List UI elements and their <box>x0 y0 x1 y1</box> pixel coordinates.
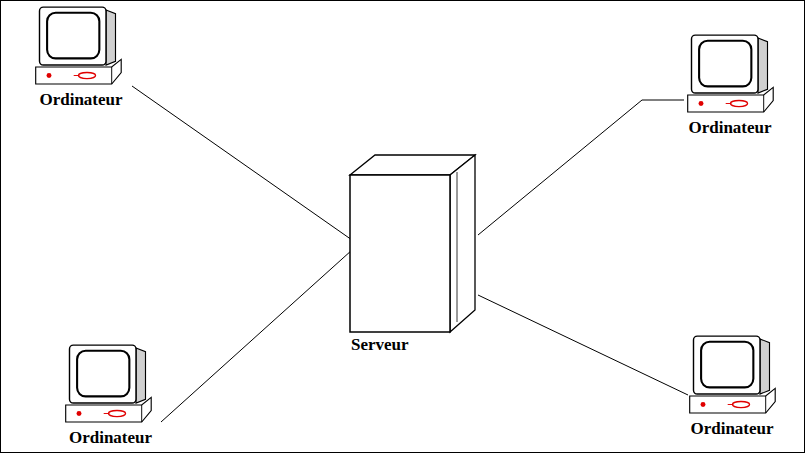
network-link <box>132 86 352 240</box>
computer-icon <box>30 4 125 90</box>
network-link <box>478 295 688 395</box>
computer-node: Ordinateur <box>45 342 176 448</box>
network-link <box>478 100 684 235</box>
computer-label: Ordinateur <box>662 118 798 138</box>
computer-node: Ordinateur <box>18 4 144 110</box>
server-node: Serveur <box>345 150 491 355</box>
computer-node: Ordinateur <box>664 333 800 439</box>
server-icon <box>345 150 485 335</box>
computer-icon <box>684 333 779 419</box>
computer-label: Ordinateur <box>664 419 800 439</box>
computer-icon <box>682 32 777 118</box>
computer-icon <box>60 342 155 428</box>
computer-label: Ordinateur <box>45 428 176 448</box>
server-label: Serveur <box>345 335 491 355</box>
computer-label: Ordinateur <box>18 90 144 110</box>
network-link <box>161 250 352 422</box>
computer-node: Ordinateur <box>662 32 798 138</box>
